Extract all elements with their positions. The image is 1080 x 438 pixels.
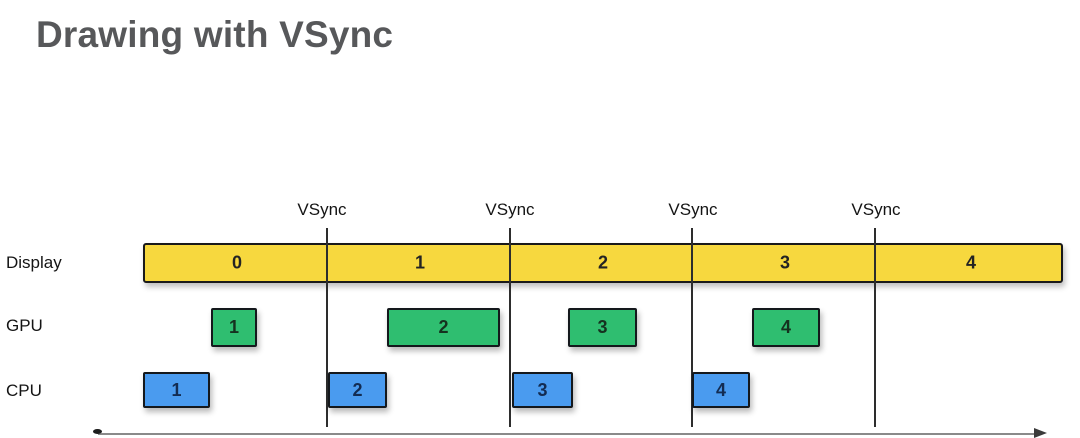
time-axis-origin-dot [93, 429, 102, 434]
cpu-block-1: 1 [143, 372, 210, 408]
time-axis [98, 433, 1036, 435]
display-frame-3: 3 [779, 252, 791, 273]
row-label-cpu: CPU [6, 381, 42, 400]
cpu-block-4: 4 [692, 372, 750, 408]
cpu-block-3: 3 [512, 372, 573, 408]
vsync-label-4: VSync [851, 200, 901, 219]
vsync-line-1 [326, 228, 328, 427]
gpu-block-4: 4 [752, 308, 820, 347]
vsync-label-2: VSync [485, 200, 535, 219]
vsync-label-3: VSync [668, 200, 718, 219]
row-label-display: Display [6, 253, 62, 272]
vsync-line-4 [874, 228, 876, 427]
gpu-block-3: 3 [568, 308, 637, 347]
display-frame-0: 0 [231, 252, 243, 273]
vsync-label-1: VSync [297, 200, 347, 219]
cpu-block-2: 2 [328, 372, 387, 408]
vsync-line-2 [509, 228, 511, 427]
display-frame-4: 4 [965, 252, 977, 273]
page-title: Drawing with VSync [36, 14, 394, 55]
gpu-block-1: 1 [211, 308, 257, 347]
right-arrow-icon [1034, 428, 1047, 438]
gpu-block-2: 2 [387, 308, 500, 347]
display-frame-2: 2 [597, 252, 609, 273]
vsync-line-3 [691, 228, 693, 427]
display-timeline-bar: 0 1 2 3 4 [143, 243, 1063, 283]
display-frame-1: 1 [414, 252, 426, 273]
row-label-gpu: GPU [6, 316, 43, 335]
